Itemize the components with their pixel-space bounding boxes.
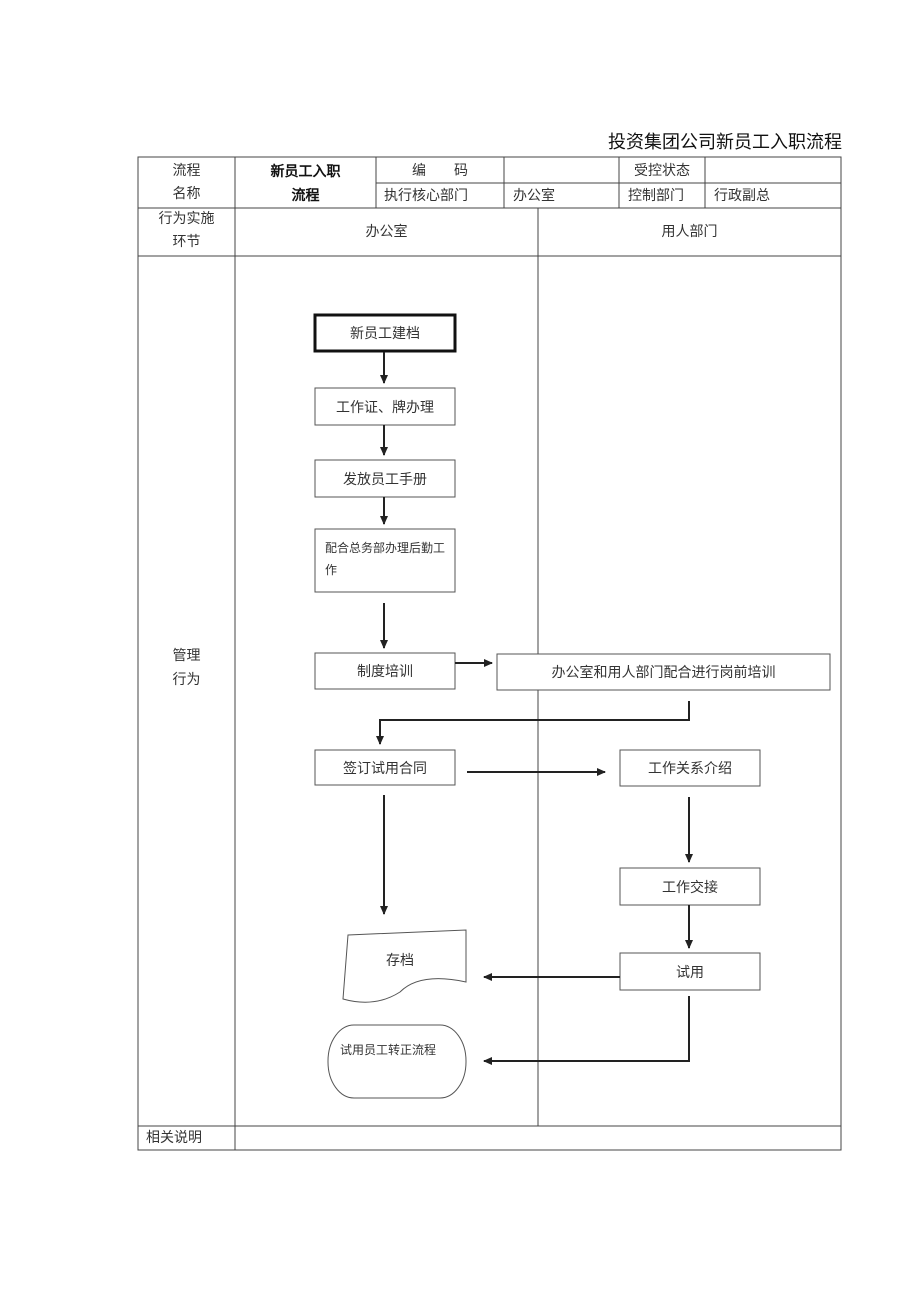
lane-header-hiring-dept: 用人部门 (661, 224, 718, 240)
node-archive-new-staff: 新员工建档 (350, 326, 420, 342)
node-probation: 试用 (676, 964, 704, 981)
node-handbook: 发放员工手册 (343, 471, 427, 488)
node-training: 制度培训 (357, 664, 413, 680)
exec-dept-value: 办公室 (513, 188, 555, 204)
connectors (376, 352, 693, 1065)
exec-dept-label: 执行核心部门 (384, 188, 468, 204)
control-dept-value: 行政副总 (714, 188, 770, 204)
node-handover: 工作交接 (662, 879, 718, 896)
node-joint-training: 办公室和用人部门配合进行岗前培训 (551, 665, 776, 681)
code-label: 编 码 (412, 163, 468, 179)
node-logistics: 配合总务部办理后勤工作 (325, 541, 446, 577)
node-shapes (313, 313, 831, 1099)
flow-name-value: 新员工入职 流程 (270, 164, 341, 204)
flow-name-label: 流程 名称 (172, 163, 201, 202)
notes-row-label: 相关说明 (146, 1130, 202, 1146)
control-dept-label: 控制部门 (628, 188, 684, 204)
management-row-label: 管理 行为 (172, 648, 201, 688)
lane-header-office: 办公室 (365, 224, 408, 240)
form-table-grid (137, 156, 842, 1151)
controlled-status-label: 受控状态 (634, 163, 690, 179)
node-filing: 存档 (386, 953, 414, 969)
node-probation-contract: 签订试用合同 (343, 760, 427, 777)
lane-row-label: 行为实施 环节 (158, 211, 215, 250)
node-work-badge: 工作证、牌办理 (336, 399, 434, 416)
node-work-relations: 工作关系介绍 (648, 761, 732, 777)
node-regularization: 试用员工转正流程 (340, 1043, 437, 1057)
document-title: 投资集团公司新员工入职流程 (608, 132, 842, 153)
